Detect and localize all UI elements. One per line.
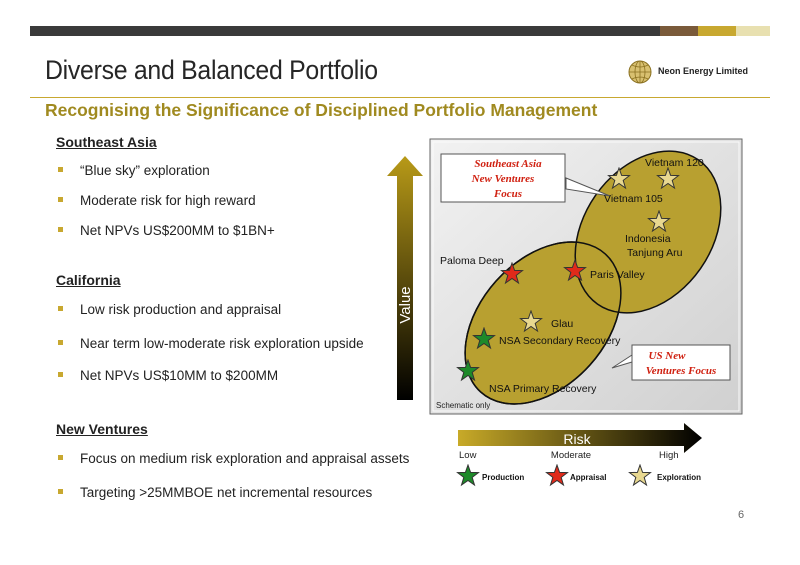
top-accent-bar [30, 26, 770, 36]
section-heading-southeast-asia: Southeast Asia [56, 134, 157, 150]
sea-callout-line: Focus [493, 188, 522, 200]
sea-callout [440, 153, 566, 203]
asset-label: NSA Secondary Recovery [499, 335, 621, 347]
legend-appraisal-star [546, 464, 568, 486]
page-subtitle: Recognising the Significance of Discipli… [45, 100, 598, 120]
section-heading-new-ventures: New Ventures [56, 421, 148, 437]
risk-axis-label: Risk [563, 431, 591, 447]
asset-label: Glau [551, 318, 573, 330]
legend-label: Exploration [657, 473, 701, 482]
title-divider [30, 97, 770, 98]
asset-label: NSA Primary Recovery [489, 383, 597, 395]
bullet-item: Net NPVs US$10MM to $200MM [58, 368, 278, 383]
value-axis-label: Value [397, 286, 414, 323]
asset-label: Paris Valley [590, 269, 645, 281]
bullet-item: Near term low-moderate risk exploration … [58, 336, 364, 351]
us-callout-line: US New [649, 350, 687, 362]
us-callout [631, 344, 731, 381]
legend-production-star [457, 464, 479, 486]
sea-callout-line: Southeast Asia [474, 158, 542, 170]
asset-label: Vietnam 105 [604, 193, 663, 205]
bullet-item: Moderate risk for high reward [58, 193, 256, 208]
legend-label: Production [482, 473, 524, 482]
page-number: 6 [738, 509, 745, 521]
page-title: Diverse and Balanced Portfolio [45, 55, 378, 85]
asset-label: Vietnam 120 [645, 157, 704, 169]
section-heading-california: California [56, 272, 121, 288]
risk-tick-moderate: Moderate [551, 450, 591, 461]
asset-label: Paloma Deep [440, 255, 504, 267]
legend-label: Appraisal [570, 473, 606, 482]
bullet-item: “Blue sky” exploration [58, 163, 210, 178]
asset-label: Indonesia [625, 233, 671, 245]
value-axis-arrow [387, 156, 423, 400]
risk-axis-arrow [458, 423, 702, 453]
bullet-item: Focus on medium risk exploration and app… [58, 451, 409, 466]
bullet-item: Targeting >25MMBOE net incremental resou… [58, 485, 372, 500]
bullet-item: Net NPVs US$200MM to $1BN+ [58, 223, 275, 238]
us-callout-line: Ventures Focus [646, 365, 717, 377]
risk-tick-low: Low [459, 450, 477, 461]
company-logo-icon [628, 60, 652, 84]
company-name: Neon Energy Limited [658, 66, 749, 76]
schematic-note: Schematic only [436, 401, 490, 410]
asset-label: Tanjung Aru [627, 247, 683, 259]
legend-exploration-star [629, 464, 651, 486]
southeast-asia-ellipse [574, 150, 722, 314]
risk-tick-high: High [659, 450, 679, 461]
bullet-item: Low risk production and appraisal [58, 302, 281, 317]
sea-callout-line: New Ventures [471, 173, 535, 185]
